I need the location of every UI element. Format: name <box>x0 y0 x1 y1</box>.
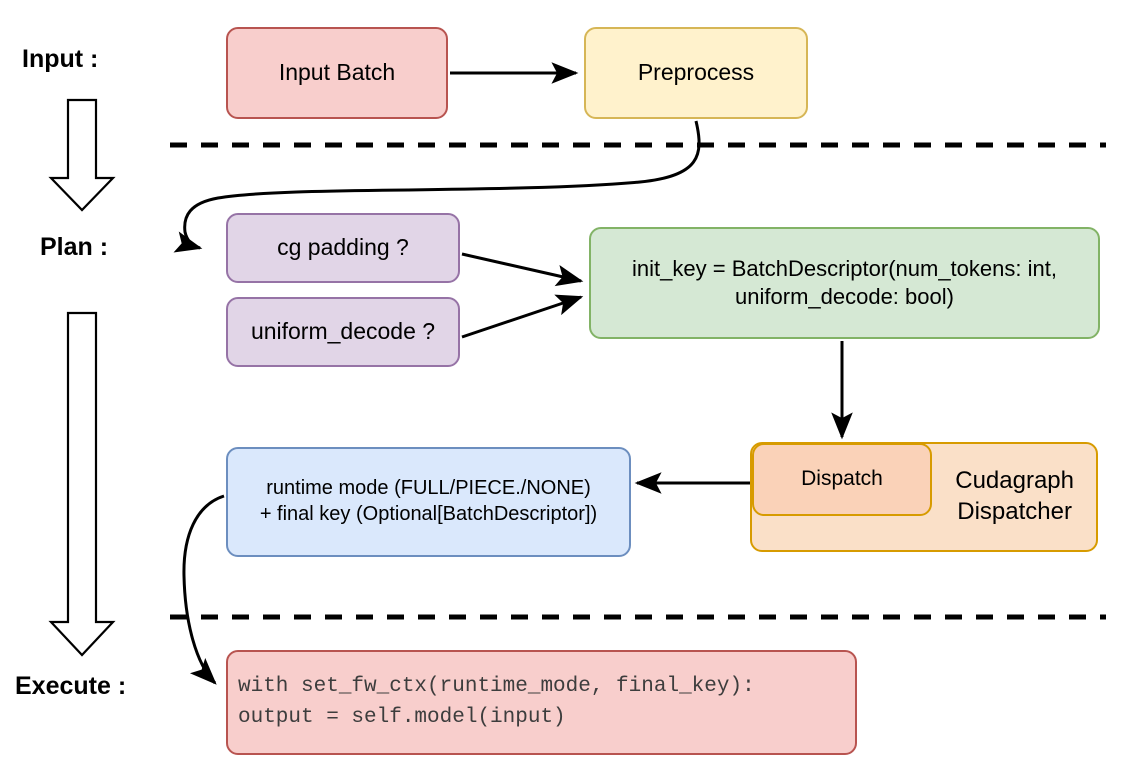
stage-label-plan: Plan : <box>40 233 109 261</box>
node-cg-padding[interactable]: cg padding ? <box>226 213 460 283</box>
stage-label-input: Input : <box>22 45 99 73</box>
node-preprocess[interactable]: Preprocess <box>584 27 808 119</box>
stage-label-execute: Execute : <box>15 672 127 700</box>
node-input-batch[interactable]: Input Batch <box>226 27 448 119</box>
node-uniform-decode[interactable]: uniform_decode ? <box>226 297 460 367</box>
block-arrow-plan-to-execute <box>48 311 116 657</box>
node-dispatch[interactable]: Dispatch <box>752 443 932 516</box>
node-runtime-mode[interactable]: runtime mode (FULL/PIECE./NONE) + final … <box>226 447 631 557</box>
connector-runtime-mode-to-execute-code <box>182 494 225 685</box>
connector-uniform-decode-to-init-key <box>461 294 584 339</box>
node-init-key[interactable]: init_key = BatchDescriptor(num_tokens: i… <box>589 227 1100 339</box>
node-execute-code[interactable]: with set_fw_ctx(runtime_mode, final_key)… <box>226 650 857 755</box>
block-arrow-input-to-plan <box>48 98 116 212</box>
connector-cg-padding-to-init-key <box>461 252 584 287</box>
